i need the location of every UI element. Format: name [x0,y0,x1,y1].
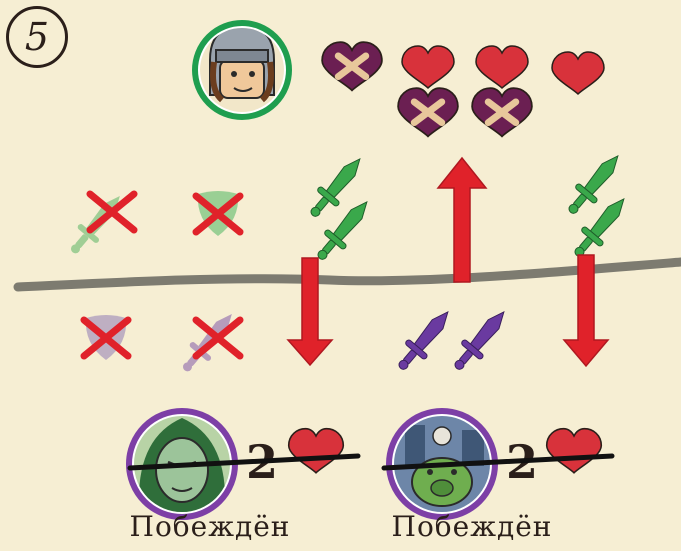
enemy-sword-icon [447,304,514,377]
wounded-heart-icon [398,88,458,136]
red-arrow-icon [288,258,332,365]
enemy-status-label: Побеждён [372,510,572,543]
heart-icon [289,429,344,473]
hero-health [322,42,604,136]
wounded-heart-icon [472,88,532,136]
wounded-heart-icon [322,42,382,90]
enemy-sword-icon [391,304,458,377]
heart-icon [552,52,604,94]
heart-icon [476,46,528,88]
hero-portrait [195,23,289,118]
enemy-goblin: 2 [384,411,612,517]
heart-icon [547,429,602,473]
enemy-status-label: Побеждён [110,510,310,543]
red-cross-icon [90,194,134,230]
enemy-witch: 2 [129,411,358,520]
heart-icon [402,46,454,88]
red-arrow-icon [438,158,486,282]
